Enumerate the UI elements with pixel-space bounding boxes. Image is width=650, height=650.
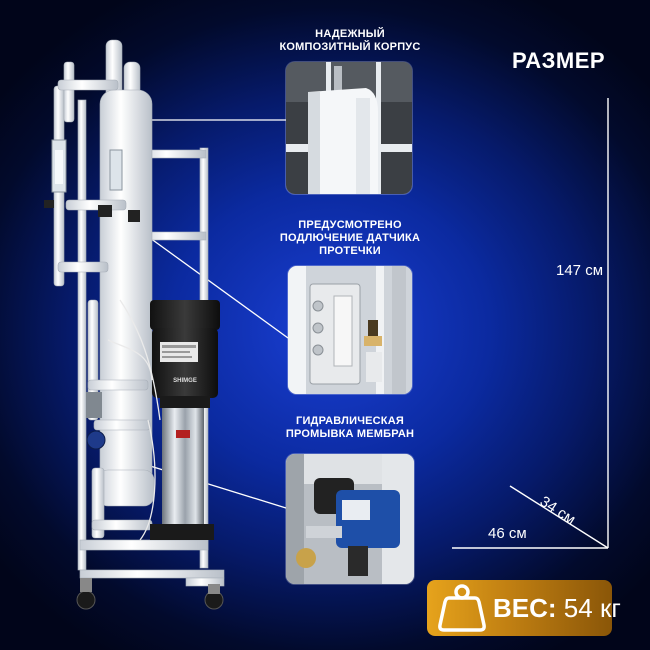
size-title: РАЗМЕР xyxy=(512,48,606,73)
flow-meters xyxy=(51,139,123,193)
valves xyxy=(44,200,140,450)
cables xyxy=(107,299,161,541)
photo-composite-housing xyxy=(286,62,412,194)
width-dimension: 46 см xyxy=(488,525,527,542)
wheels xyxy=(76,578,224,610)
height-dimension: 147 см xyxy=(556,262,604,279)
pump-brand-label: SHIMGE xyxy=(173,378,197,384)
dimension-lines xyxy=(452,98,609,549)
pump-body xyxy=(150,408,214,540)
membrane-housings xyxy=(97,39,155,507)
weight-badge: ВЕС: 54 кг xyxy=(427,580,621,636)
weight-label: ВЕС: xyxy=(493,593,557,623)
photo-leak-sensor xyxy=(288,266,412,394)
weight-value: 54 кг xyxy=(563,593,621,623)
photo-flush-valve xyxy=(286,454,414,584)
weight-icon xyxy=(438,584,486,632)
pump-motor: SHIMGE xyxy=(150,300,220,408)
